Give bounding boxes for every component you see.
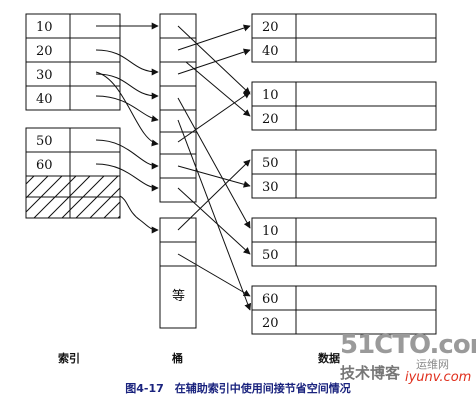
data-key: 40 xyxy=(262,44,279,59)
bucket-column: 等 xyxy=(159,13,197,329)
index-block-upper: 10 20 30 40 xyxy=(25,13,121,111)
watermark-site: 51CTO.com xyxy=(340,330,476,360)
data-key: 10 xyxy=(262,88,279,103)
figure-caption: 图4-17 在辅助索引中使用间接节省空间情况 xyxy=(125,382,351,395)
watermark-small: 运维网 xyxy=(416,358,449,371)
index-block-lower: 50 60 xyxy=(25,127,121,219)
data-key: 20 xyxy=(262,20,279,35)
data-key: 20 xyxy=(262,112,279,127)
bucket-column-label: 桶 xyxy=(171,351,183,365)
index-key: 20 xyxy=(36,44,53,59)
index-key: 40 xyxy=(36,92,53,107)
data-key: 50 xyxy=(262,248,279,263)
index-key: 30 xyxy=(36,68,53,83)
bucket-ellipsis: 等 xyxy=(172,288,185,304)
data-block-1: 20 40 xyxy=(251,13,437,63)
data-block-3: 50 30 xyxy=(251,149,437,199)
index-key: 50 xyxy=(36,134,53,149)
index-key: 60 xyxy=(36,158,53,173)
index-key: 10 xyxy=(36,20,53,35)
data-key: 60 xyxy=(262,292,279,307)
data-column-label: 数据 xyxy=(318,351,340,365)
data-key: 20 xyxy=(262,316,279,331)
watermark-url: iyunv.com xyxy=(405,370,472,385)
index-column-label: 索引 xyxy=(58,351,80,365)
bucket-to-data-arrows xyxy=(177,24,252,311)
data-block-5: 60 20 xyxy=(251,285,437,335)
data-block-2: 10 20 xyxy=(251,81,437,131)
data-key: 10 xyxy=(262,224,279,239)
index-to-bucket-arrows xyxy=(95,22,159,234)
data-key: 50 xyxy=(262,156,279,171)
data-key: 30 xyxy=(262,180,279,195)
watermark-blog: 技术博客 xyxy=(340,364,401,382)
data-block-4: 10 50 xyxy=(251,217,437,267)
